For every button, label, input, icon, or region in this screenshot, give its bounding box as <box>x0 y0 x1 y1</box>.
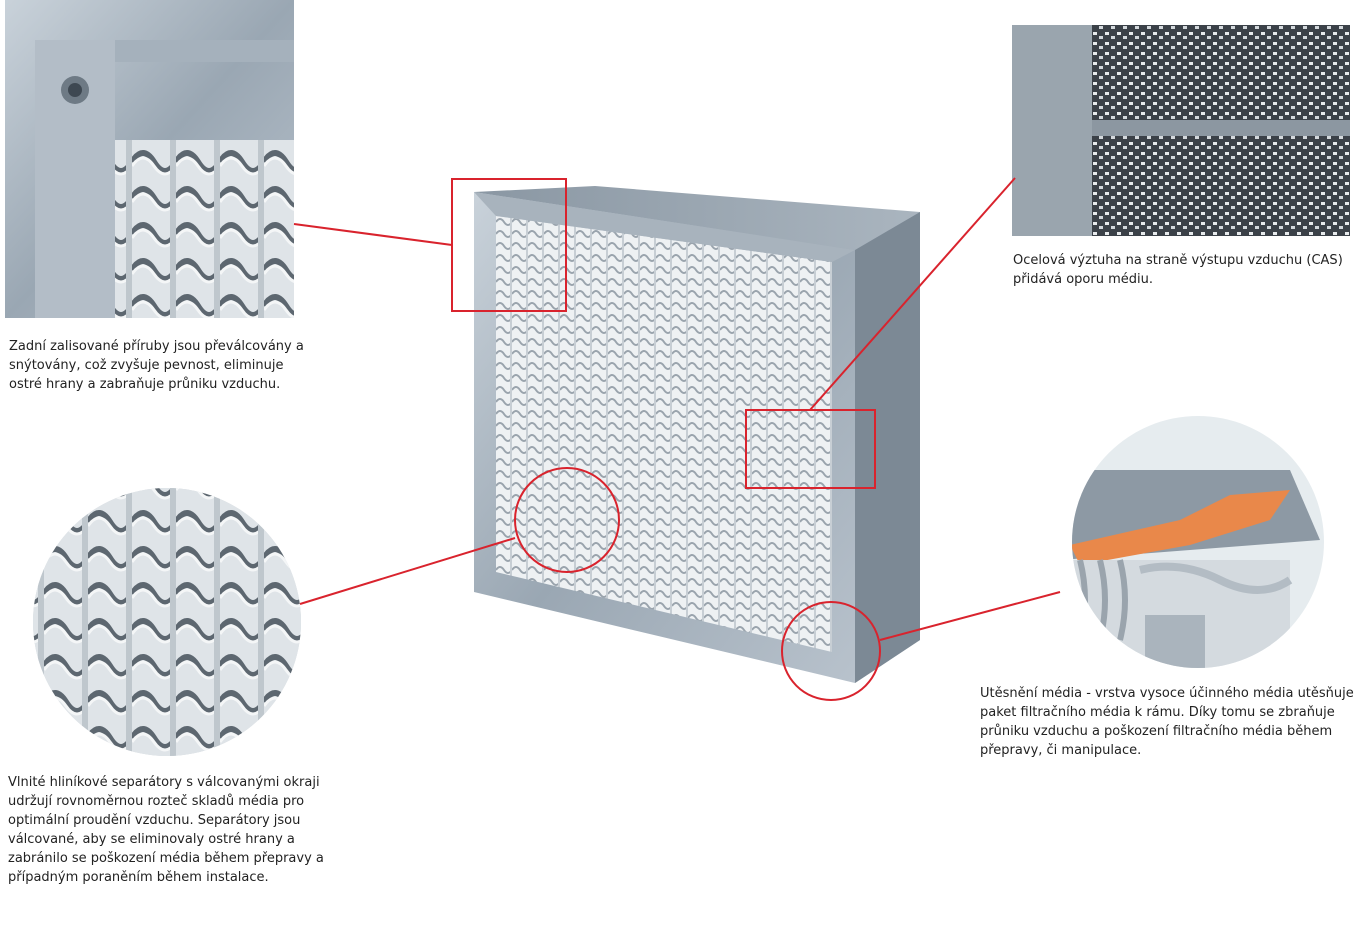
hepa-filter-illustration <box>474 186 920 683</box>
caption-cas: Ocelová výztuha na straně výstupu vzduch… <box>1013 253 1343 287</box>
caption-seal: Utěsnění média - vrstva vysoce účinného … <box>980 686 1354 758</box>
callout-circle-seal <box>781 601 881 701</box>
callout-markers <box>293 177 1061 701</box>
callout-line-seal <box>879 591 1061 641</box>
caption-flanges: Zadní zalisované příruby jsou převálcová… <box>9 339 304 392</box>
caption-separators: Vlnité hliníkové separátory s válcovaným… <box>8 775 324 885</box>
detail-seal-circle <box>1072 416 1324 668</box>
callout-line-cas <box>809 177 1016 411</box>
callout-circle-separators <box>514 467 620 573</box>
detail-separators-circle <box>33 488 301 756</box>
detail-cas-mesh <box>1012 25 1350 236</box>
detail-flange-corner <box>5 0 294 318</box>
callout-line-flanges <box>293 223 453 246</box>
callout-line-separators <box>299 537 516 605</box>
